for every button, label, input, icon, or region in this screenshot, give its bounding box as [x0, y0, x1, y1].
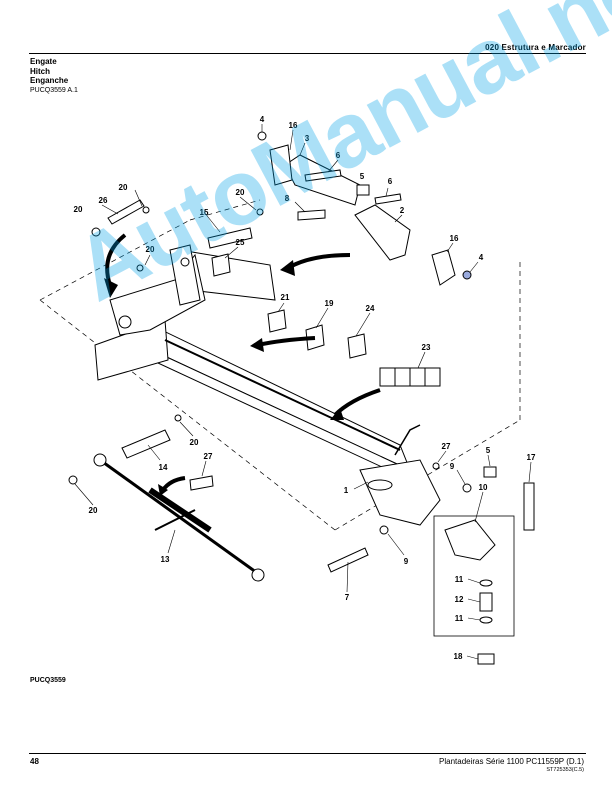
- callout-20f: 20: [89, 506, 98, 515]
- callout-13: 13: [161, 555, 170, 564]
- callout-3: 3: [305, 134, 310, 143]
- callout-24: 25: [236, 238, 245, 247]
- callout-10: 10: [479, 483, 488, 492]
- section-title: 020 Estrutura e Marcador: [485, 43, 586, 52]
- callout-21: 21: [281, 293, 290, 302]
- callout-25: 26: [99, 196, 108, 205]
- callout-2: 2: [400, 206, 405, 215]
- callout-6b: 6: [388, 177, 393, 186]
- callout-20b: 20: [74, 205, 83, 214]
- callout-4a: 4: [260, 115, 265, 124]
- callout-4b: 4: [479, 253, 484, 262]
- callout-19: 19: [325, 299, 334, 308]
- callout-16a: 16: [289, 121, 298, 130]
- title-es: Enganche: [30, 76, 69, 85]
- footer-rule: [29, 753, 586, 754]
- callout-20d: 20: [146, 245, 155, 254]
- figure-id: PUCQ3559: [30, 677, 66, 684]
- callout-5b: 5: [486, 446, 491, 455]
- callout-7: 7: [345, 593, 350, 602]
- callout-9a: 9: [450, 462, 455, 471]
- callout-20c: 20: [236, 188, 245, 197]
- footer-code: ST725353(C.5): [546, 767, 584, 773]
- callout-11a: 11: [455, 575, 464, 584]
- callout-17: 17: [527, 453, 536, 462]
- callout-14: 14: [159, 463, 168, 472]
- callout-15: 15: [200, 208, 209, 217]
- callout-6a: 6: [336, 151, 341, 160]
- callout-27: 27: [204, 452, 213, 461]
- callout-16b: 16: [450, 234, 459, 243]
- callout-26: 27: [442, 442, 451, 451]
- footer-title: Plantadeiras Série 1100 PC11559P (D.1): [439, 757, 584, 766]
- callout-18: 18: [454, 652, 463, 661]
- callout-11b: 11: [455, 614, 464, 623]
- title-en: Hitch: [30, 66, 50, 76]
- callout-12: 12: [455, 595, 464, 604]
- callout-22: 23: [422, 343, 431, 352]
- callout-23: 24: [366, 304, 375, 313]
- part-titles: Engate Hitch Enganche: [30, 57, 68, 86]
- callout-8: 8: [285, 194, 290, 203]
- callout-5a: 5: [360, 172, 365, 181]
- title-pt: Engate: [30, 57, 57, 66]
- header-rule: [29, 53, 586, 54]
- callout-1: 1: [344, 486, 349, 495]
- callout-20e: 20: [190, 438, 199, 447]
- page-number: 48: [30, 757, 39, 766]
- callout-9b: 9: [404, 557, 409, 566]
- callout-20a: 20: [119, 183, 128, 192]
- drawing-reference: PUCQ3559 A.1: [30, 87, 78, 94]
